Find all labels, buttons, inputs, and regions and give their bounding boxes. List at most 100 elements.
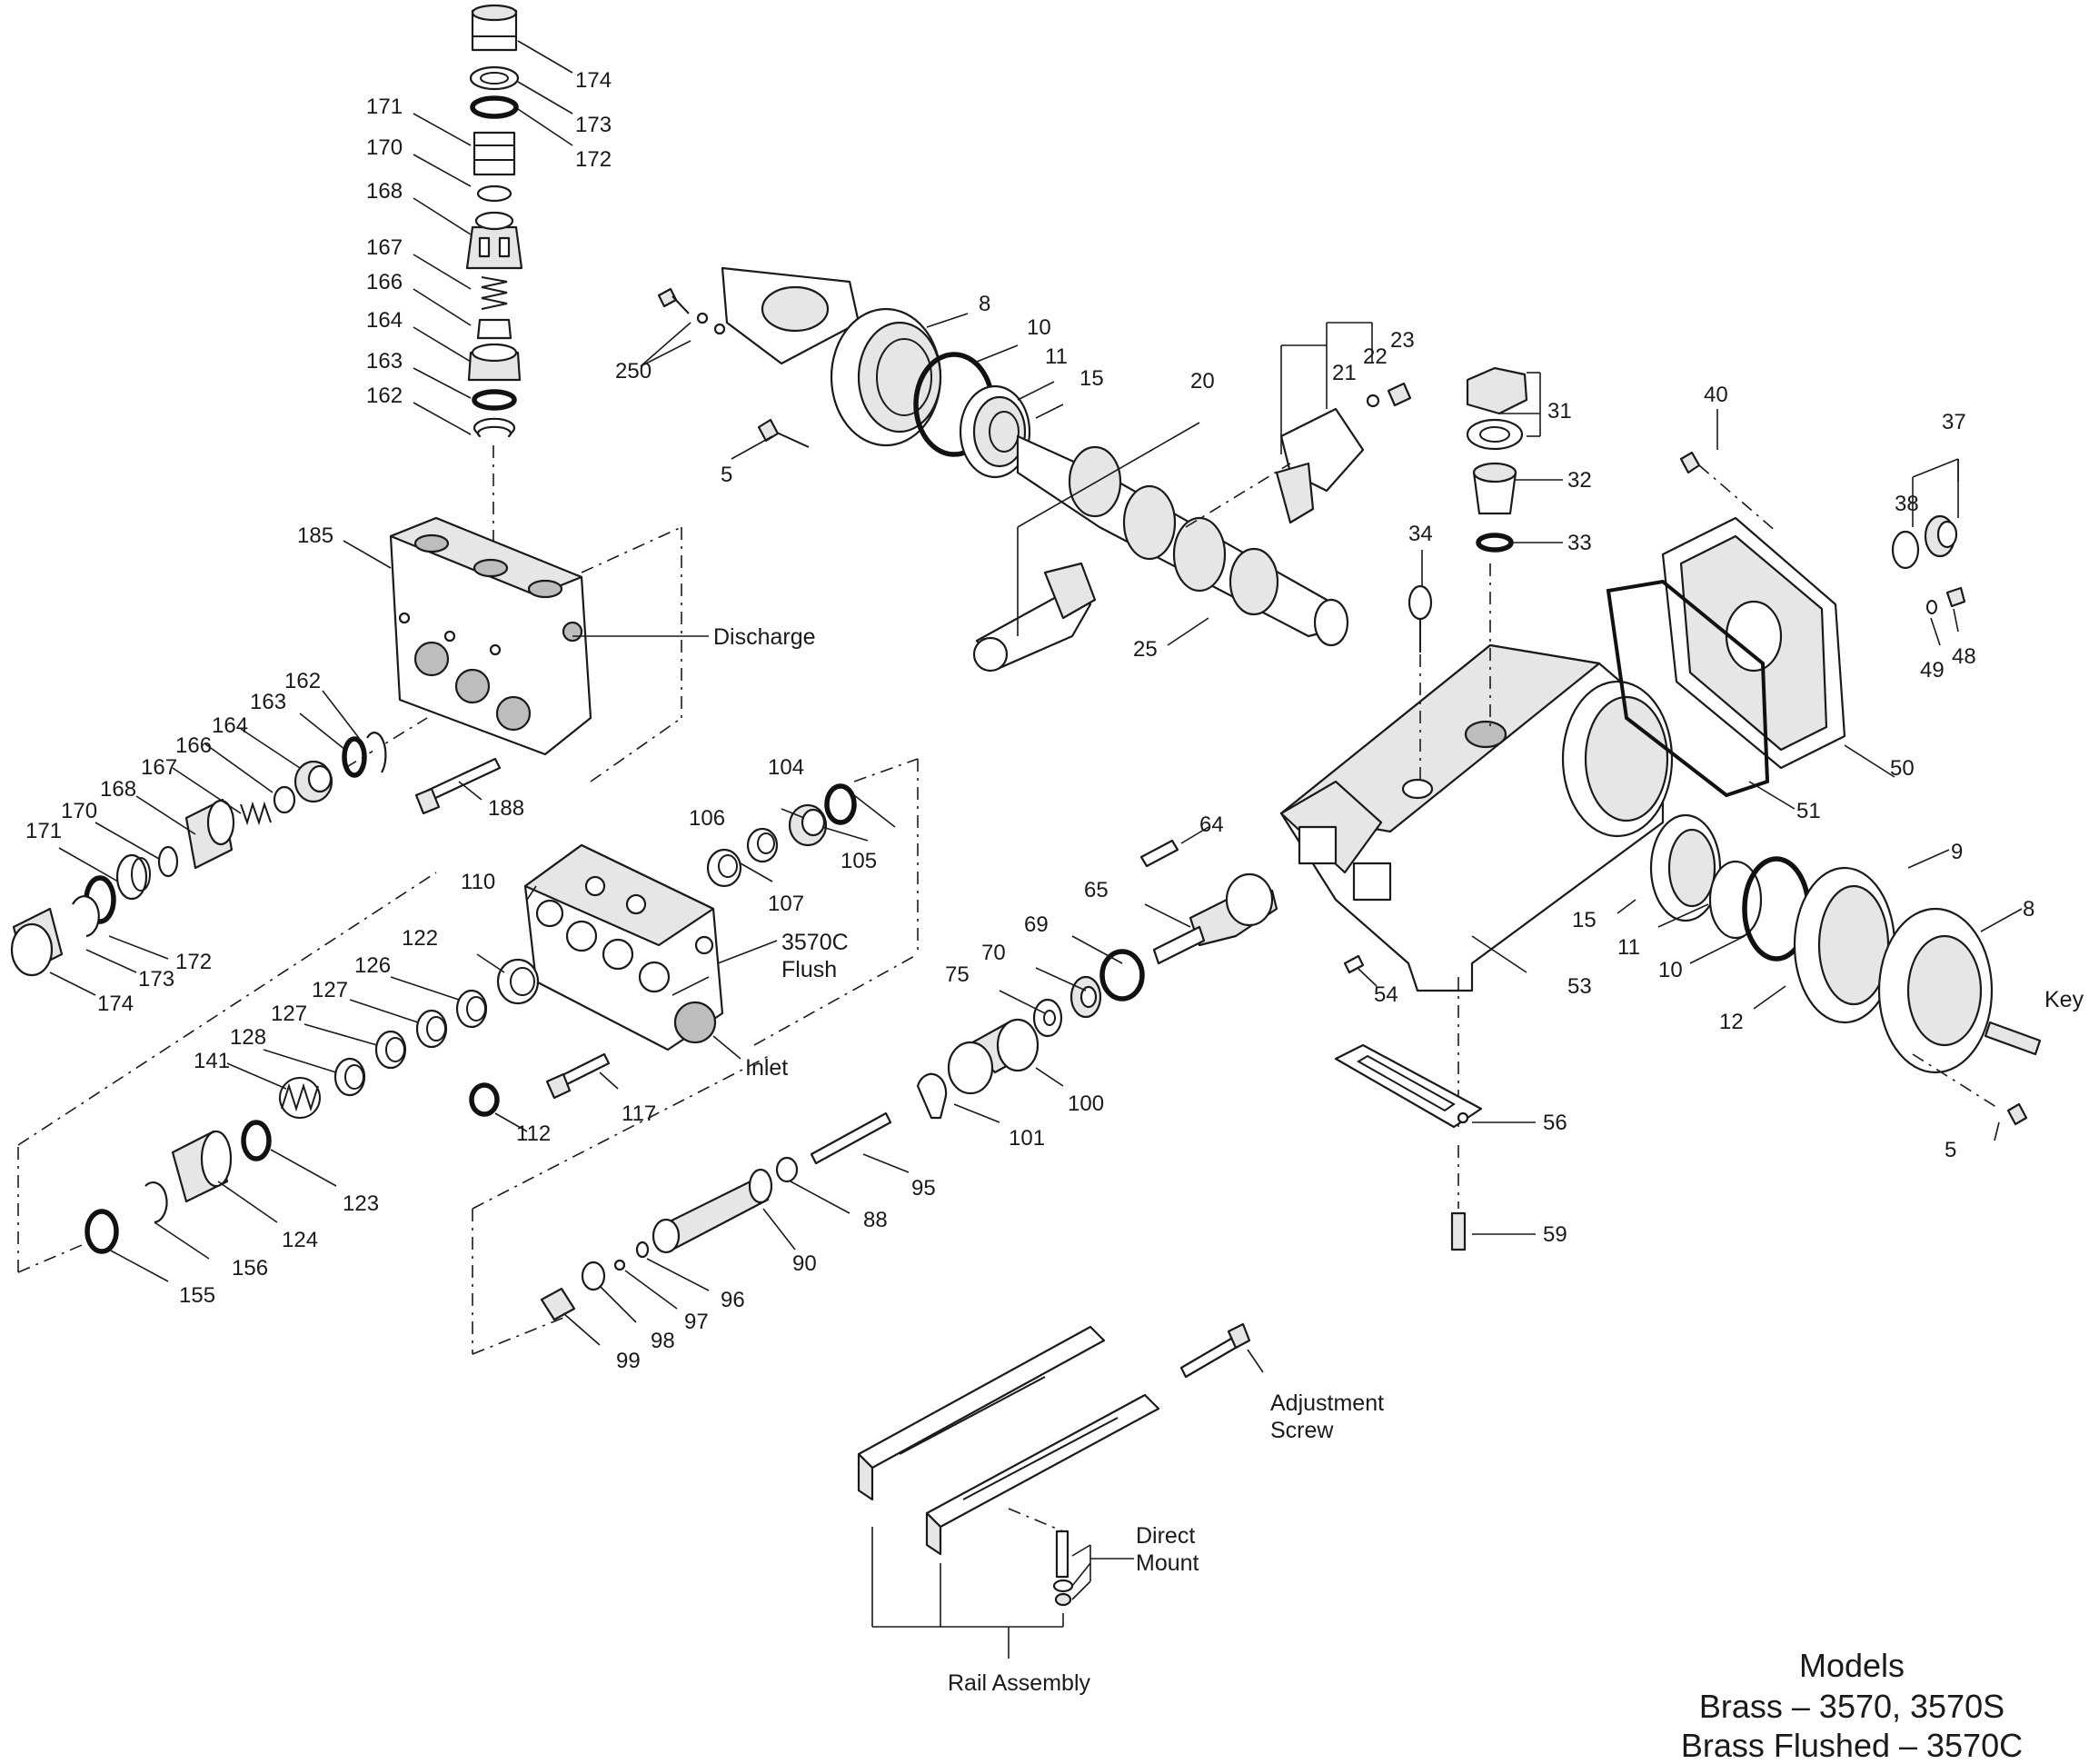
text-labels: Discharge 3570C Flush Inlet Key Adjustme… bbox=[712, 624, 2084, 1696]
direct-mount-label-line1: Direct bbox=[1136, 1523, 1195, 1549]
callout: 127 bbox=[312, 978, 348, 1002]
callout: 100 bbox=[1068, 1091, 1104, 1116]
callout: 33 bbox=[1567, 531, 1592, 555]
models-heading: Models bbox=[1799, 1647, 1905, 1684]
bolt-117 bbox=[545, 1052, 611, 1100]
callout: 188 bbox=[488, 796, 524, 821]
callout-numbers: 174 173 172 171 170 168 167 166 164 163 … bbox=[25, 68, 2034, 1373]
o-ring-172 bbox=[470, 95, 519, 119]
plunger-parts bbox=[540, 1111, 892, 1321]
key-label: Key bbox=[2044, 987, 2084, 1012]
callout: 185 bbox=[297, 523, 333, 548]
rail-assembly bbox=[857, 1322, 1251, 1659]
backup-ring-162 bbox=[473, 417, 516, 438]
callout: 98 bbox=[651, 1329, 675, 1353]
callout: 250 bbox=[615, 359, 652, 384]
callout: 20 bbox=[1190, 369, 1215, 394]
callout: 49 bbox=[1920, 658, 1945, 683]
callout: 105 bbox=[841, 849, 877, 873]
callout: 170 bbox=[61, 799, 97, 823]
callout: 23 bbox=[1390, 328, 1415, 353]
callout: 174 bbox=[97, 992, 134, 1016]
backup-ring-173 bbox=[469, 65, 520, 91]
callout: 31 bbox=[1547, 399, 1572, 424]
plunger-sleeve-100 bbox=[916, 1018, 1040, 1120]
inlet-label: Inlet bbox=[745, 1055, 788, 1081]
callout: 172 bbox=[575, 147, 612, 172]
inlet-manifold-110 bbox=[523, 843, 724, 1051]
callout: 172 bbox=[175, 950, 212, 974]
callout: 155 bbox=[179, 1283, 215, 1308]
sight-plate-56 bbox=[1334, 954, 1483, 1251]
callout: 173 bbox=[575, 113, 612, 137]
callout: 10 bbox=[1027, 315, 1051, 340]
fill-plug-31-33 bbox=[1466, 366, 1528, 553]
leader-lines bbox=[49, 40, 2023, 1373]
callout: 9 bbox=[1951, 840, 1963, 864]
seal-parts-104-107 bbox=[706, 783, 857, 888]
callout: 5 bbox=[721, 463, 732, 487]
callout: 168 bbox=[100, 777, 136, 802]
callout: 10 bbox=[1658, 958, 1683, 982]
callout: 11 bbox=[1045, 344, 1068, 369]
top-valve-stack bbox=[465, 4, 523, 545]
flush-label-line2: Flush bbox=[781, 957, 837, 982]
callout: 171 bbox=[366, 95, 403, 119]
crankcase-53 bbox=[1279, 563, 1674, 1209]
gasket-51 bbox=[1606, 579, 1770, 798]
callout: 51 bbox=[1796, 799, 1821, 823]
callout: 127 bbox=[271, 1002, 307, 1026]
rail-assembly-label: Rail Assembly bbox=[948, 1670, 1090, 1696]
callout: 48 bbox=[1952, 644, 1976, 669]
callout: 117 bbox=[622, 1101, 656, 1126]
callout: 34 bbox=[1408, 522, 1433, 546]
callout: 8 bbox=[979, 292, 990, 316]
callout: 166 bbox=[175, 733, 212, 758]
retainer-171 bbox=[473, 131, 516, 176]
callout: 15 bbox=[1572, 908, 1597, 932]
callout: 37 bbox=[1942, 410, 1966, 434]
callout: 164 bbox=[366, 308, 403, 333]
callout: 95 bbox=[911, 1176, 936, 1201]
callout: 38 bbox=[1895, 492, 1919, 516]
crankshaft-assembly bbox=[657, 266, 1412, 673]
right-bearing-assembly bbox=[1649, 813, 2042, 1126]
left-valve-stack bbox=[10, 717, 428, 977]
callout: 90 bbox=[792, 1251, 817, 1276]
callout: 156 bbox=[232, 1256, 268, 1281]
callout: 8 bbox=[2023, 897, 2034, 922]
adjustment-screw-label-line2: Screw bbox=[1270, 1418, 1334, 1443]
callout: 167 bbox=[141, 755, 177, 780]
direct-mount-label-line2: Mount bbox=[1136, 1550, 1199, 1576]
callout: 104 bbox=[768, 755, 804, 780]
callout: 167 bbox=[366, 235, 403, 260]
callout: 65 bbox=[1084, 878, 1109, 902]
callout: 163 bbox=[250, 690, 286, 714]
oil-seals-69-75 bbox=[1032, 949, 1145, 1038]
callout: 22 bbox=[1363, 344, 1388, 369]
flush-label-line1: 3570C bbox=[781, 930, 849, 955]
callout: 163 bbox=[366, 349, 403, 374]
discharge-label: Discharge bbox=[713, 624, 816, 650]
callout: 12 bbox=[1719, 1010, 1744, 1034]
callout: 166 bbox=[366, 270, 403, 294]
callout: 141 bbox=[194, 1049, 230, 1073]
callout: 5 bbox=[1945, 1138, 1956, 1162]
bolt-188 bbox=[414, 757, 502, 815]
callout: 126 bbox=[354, 953, 391, 978]
models-line-brass: Brass – 3570, 3570S bbox=[1699, 1688, 2004, 1725]
callout: 40 bbox=[1704, 383, 1728, 407]
callout: 97 bbox=[684, 1310, 709, 1334]
models-block: Models Brass – 3570, 3570S Brass Flushed… bbox=[1681, 1647, 2023, 1764]
callout: 128 bbox=[230, 1025, 266, 1050]
callout: 56 bbox=[1543, 1111, 1567, 1135]
adjustment-screw-label-line1: Adjustment bbox=[1270, 1390, 1384, 1416]
o-ring-33 bbox=[1476, 533, 1514, 553]
callout: 162 bbox=[284, 669, 321, 693]
callout: 59 bbox=[1543, 1222, 1567, 1247]
cap-31 bbox=[1466, 366, 1528, 415]
callout: 70 bbox=[981, 941, 1006, 965]
callout: 106 bbox=[689, 806, 725, 831]
